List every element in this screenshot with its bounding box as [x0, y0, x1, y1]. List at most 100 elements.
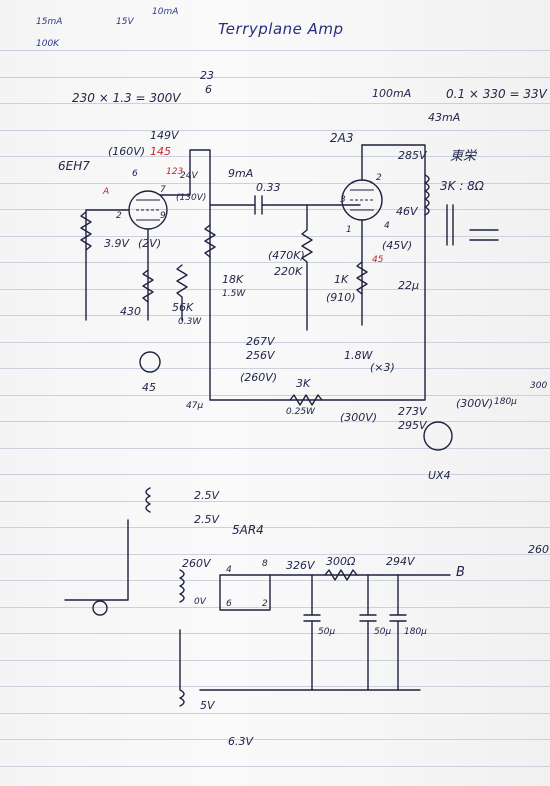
driver-pin-9: 9: [160, 211, 166, 221]
plate-resistor: [204, 224, 216, 258]
driver-grid-wire: [85, 209, 130, 321]
ruled-line: [0, 712, 550, 714]
ruled-line: [0, 129, 550, 131]
driver-socket-label: 45: [142, 381, 156, 394]
ruled-line: [0, 606, 550, 608]
rail-voltage-a: 267V: [246, 335, 275, 348]
grid-volt: (130V): [176, 193, 207, 203]
fuse-symbol: [92, 600, 108, 616]
coupling-cap-value: 0.33: [256, 181, 281, 194]
ux4-socket: [423, 421, 453, 451]
ruled-line: [0, 500, 550, 502]
screen-resistor-watt: 0.3W: [178, 317, 202, 327]
ruled-line: [0, 659, 550, 661]
ruled-line: [0, 421, 550, 422]
filter-cap-2-value: 50μ: [374, 627, 392, 637]
filter-cap-1: [303, 574, 321, 691]
driver-pin-6: 6: [132, 169, 138, 179]
rect-pin-8: 8: [262, 559, 268, 569]
rail-node-voltage-3: 295V: [398, 419, 427, 432]
rail-side-voltage: 300: [530, 381, 548, 391]
rail-node-voltage-2: 273V: [398, 405, 427, 418]
ruled-line: [0, 76, 550, 78]
ruled-line: [0, 686, 550, 687]
heater-voltage: 5V: [200, 699, 215, 712]
ruled-line: [0, 527, 550, 528]
cathode-voltage-2: (2V): [138, 237, 162, 250]
output-current: 43mA: [428, 111, 461, 124]
rail-resistor-watt: 0.25W: [286, 407, 315, 417]
driver-pin-7: 7: [160, 185, 166, 195]
filter-cap-2: [359, 574, 377, 691]
power-transformer-secondary: [179, 569, 185, 707]
rail-resistor: [289, 394, 323, 406]
output-pin-1: 1: [346, 225, 352, 235]
output-cathode-cap: 22μ: [398, 279, 419, 292]
note-10ma: 10mA: [152, 7, 179, 17]
ruled-line: [0, 394, 550, 396]
filament-b: 2.5V: [194, 513, 220, 526]
driver-tube-symbol: [128, 190, 168, 230]
filter-cap-3-value: 180μ: [404, 627, 427, 637]
transformer-brand: 東栄: [450, 149, 477, 164]
output-pin-4: 4: [384, 221, 390, 231]
rectifier-label: 5AR4: [232, 523, 264, 537]
ruled-line: [0, 474, 550, 475]
zero-volt: 0V: [194, 597, 206, 607]
rail-resistor-watt-2: 1.8W: [344, 349, 373, 362]
choke-value: 300Ω: [326, 555, 356, 568]
ruled-line: [0, 765, 550, 767]
output-transformer: [424, 174, 454, 246]
output-supply-voltage: 285V: [398, 149, 427, 162]
plate-resistor-watt: 1.5W: [222, 289, 246, 299]
output-transformer-ratio: 3K : 8Ω: [440, 179, 484, 193]
note-15ma: 15mA: [36, 17, 63, 27]
cathode-resistor: [142, 269, 154, 303]
screen-resistor-value: 56K: [172, 301, 194, 314]
output-cathode-resistor-alt: (910): [326, 291, 356, 304]
output-pin-2: 2: [376, 173, 382, 183]
ruled-line: [0, 182, 550, 184]
ruled-line: [0, 50, 550, 51]
output-tube-symbol: [341, 179, 383, 221]
output-bias-red: 45: [372, 255, 384, 265]
filter-choke: [324, 569, 358, 581]
output-pin-3: 3: [340, 195, 346, 205]
ruled-line: [0, 156, 550, 157]
filament-a: 2.5V: [194, 489, 220, 502]
output-bias-voltage: 46V: [396, 205, 418, 218]
rail-right-voltage: (300V): [456, 397, 494, 410]
rail-voltage-b: 256V: [246, 349, 275, 362]
stack-top: 23: [200, 69, 214, 82]
rect-pin-2: 2: [262, 599, 268, 609]
rail-cap-a: 47μ: [186, 401, 204, 411]
rail-multiplier: (×3): [370, 361, 395, 374]
ruled-line: [0, 262, 550, 263]
ruled-line: [0, 209, 550, 210]
rect-pin-6: 6: [226, 599, 232, 609]
b-plus-label: B: [456, 565, 465, 580]
output-bias-voltage-2: (45V): [382, 239, 413, 252]
rail-resistor-value: 3K: [296, 377, 311, 390]
cathode-voltage: 3.9V: [104, 237, 130, 250]
output-grid-resistor: [301, 204, 313, 331]
power-transformer-primary: [64, 487, 151, 601]
ruled-line: [0, 288, 550, 290]
filter-cap-1-value: 50μ: [318, 627, 336, 637]
driver-tube-label: 6EH7: [58, 159, 90, 173]
speaker-lines: [469, 229, 499, 241]
plate-voltage-red: 145: [150, 145, 171, 158]
rectifier-output-voltage: 326V: [286, 559, 315, 572]
heater-voltage-2: 6.3V: [228, 735, 254, 748]
driver-current: 9mA: [228, 167, 254, 180]
ruled-line: [0, 739, 550, 740]
equation-left: 230 × 1.3 = 300V: [72, 91, 181, 105]
ruled-line: [0, 580, 550, 581]
rail-node-voltage: (300V): [340, 411, 378, 424]
note-100k: 100K: [36, 39, 60, 49]
b-plus-rail: [209, 144, 426, 401]
screen-voltage: 149V: [150, 129, 179, 142]
ruled-line: [0, 553, 550, 555]
